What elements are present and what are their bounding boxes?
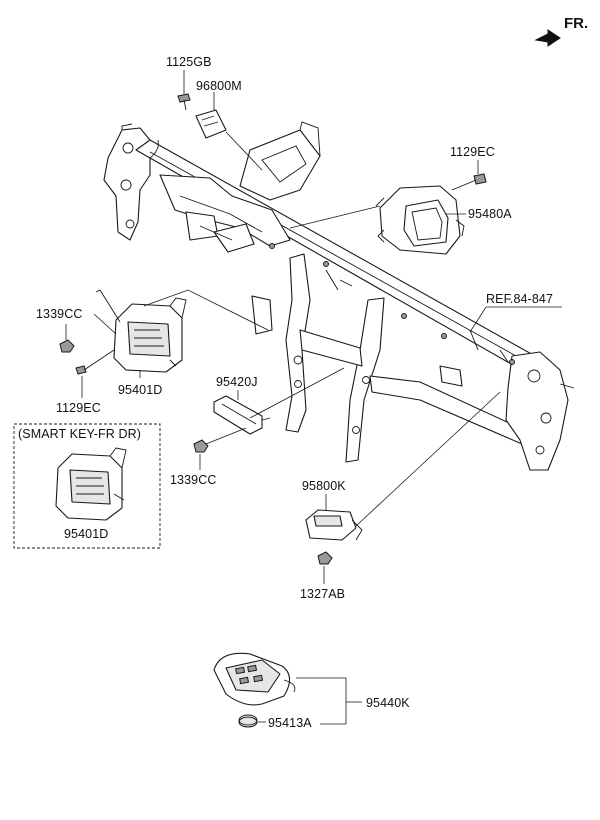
unit-96800m: 96800M: [195, 79, 263, 171]
cowl-cross-bar: [103, 121, 575, 471]
callout-95800k: 95800K: [302, 479, 346, 493]
callout-96800m: 96800M: [196, 79, 242, 93]
coin-battery: [238, 716, 258, 728]
upper-column-bracket: [239, 129, 321, 201]
callout-95413a: 95413A: [268, 716, 312, 730]
lower-cross-member: [299, 329, 363, 367]
reference-84-847: REF.84-847: [469, 292, 562, 333]
callout-1129ec-top: 1129EC: [450, 145, 495, 159]
callout-95440k: 95440K: [366, 696, 410, 710]
nut-1339cc-left: 1339CC: [36, 307, 117, 353]
variant-box-title: (SMART KEY-FR DR): [18, 427, 141, 441]
right-end-bracket: [505, 351, 569, 471]
nut-1339cc-mid: 1339CC: [170, 427, 247, 487]
callout-1339cc-mid: 1339CC: [170, 473, 216, 487]
variant-dashed-frame: [13, 423, 161, 549]
center-stay-left: [285, 253, 311, 433]
callout-1339cc-left: 1339CC: [36, 307, 82, 321]
fr-direction-indicator: FR.: [534, 15, 588, 47]
callout-1327ab: 1327AB: [300, 587, 345, 601]
left-end-bracket: [103, 127, 151, 241]
antenna-95800k: 95800K: [302, 391, 501, 541]
lower-tube: [369, 375, 523, 445]
module-95401d-main: 95401D: [95, 289, 269, 397]
callout-1125gb: 1125GB: [166, 55, 212, 69]
callout-ref-84-847: REF.84-847: [486, 292, 553, 306]
antenna-95420j: 95420J: [213, 367, 345, 435]
antenna-95420j-body: [213, 395, 263, 435]
smart-key-variant-box: (SMART KEY-FR DR) 95401D: [13, 423, 161, 549]
bolt-1125gb: 1125GB: [166, 55, 212, 111]
callout-95420j: 95420J: [216, 375, 258, 389]
bolt-1129ec-left: 1129EC: [56, 349, 115, 415]
center-stay-right: [345, 297, 385, 463]
battery-95413a: 95413A: [238, 714, 346, 730]
module-95480a: 95480A: [289, 185, 512, 255]
nut-1327ab: 1327AB: [300, 551, 345, 601]
callout-95480a: 95480A: [468, 207, 512, 221]
callout-95401d-main: 95401D: [118, 383, 162, 397]
smart-key-fob-95440k: 95440K: [213, 652, 410, 724]
bolt-1129ec-top: 1129EC: [450, 145, 495, 191]
variant-part-number: 95401D: [64, 527, 108, 541]
callout-1129ec-left: 1129EC: [56, 401, 101, 415]
fr-label: FR.: [564, 15, 588, 32]
arrow-forward-icon: [534, 29, 561, 47]
